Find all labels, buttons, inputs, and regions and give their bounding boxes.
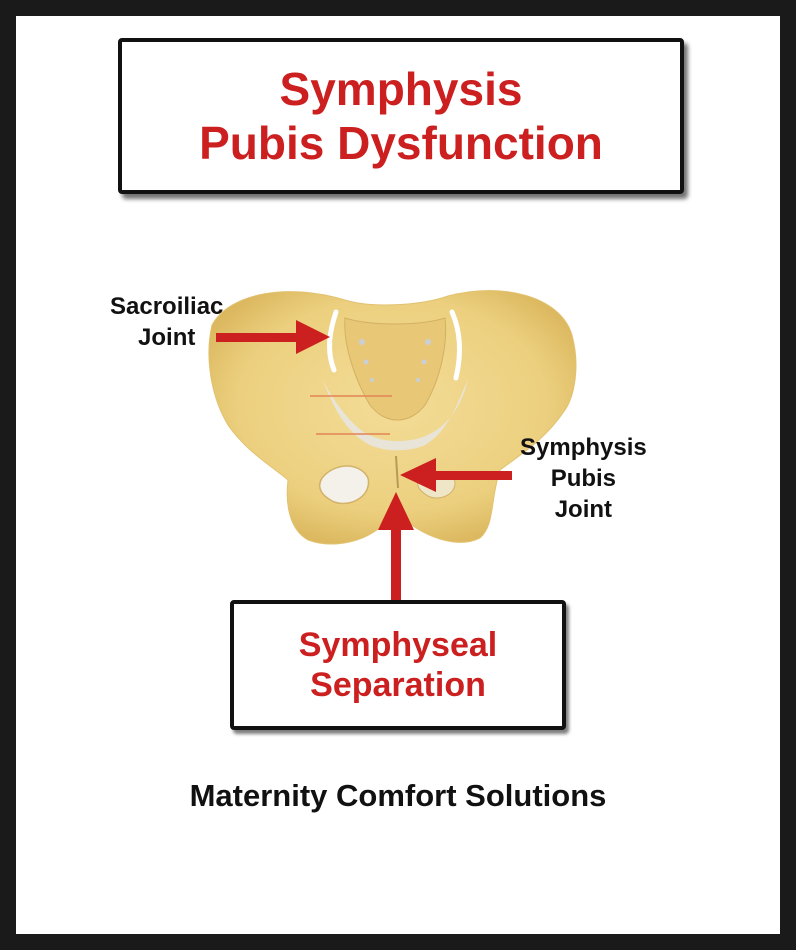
title-line-1: Symphysis <box>279 63 523 115</box>
sacroiliac-label-line-2: Joint <box>138 324 196 351</box>
sacroiliac-label-line-1: Sacroiliac <box>110 293 224 320</box>
separation-arrow <box>378 492 414 601</box>
sacral-foramina <box>359 339 431 382</box>
sacrum <box>344 317 447 421</box>
sacroiliac-joint-right <box>449 309 462 381</box>
pelvis-illustration <box>208 290 577 545</box>
sacroiliac-joint-label: Sacroiliac Joint <box>110 291 223 353</box>
symphysis-label-line-3: Joint <box>554 496 613 523</box>
callout-line-1: Symphyseal <box>298 626 498 664</box>
symphyseal-separation-box: Symphyseal Separation <box>230 600 566 730</box>
arrows <box>216 320 512 601</box>
symphysis-label-line-1: Symphysis <box>520 434 647 461</box>
title-box: Symphysis Pubis Dysfunction <box>118 38 684 194</box>
title-line-2: Pubis Dysfunction <box>199 117 603 169</box>
obturator-foramen-left <box>318 465 370 505</box>
pelvic-inlet <box>320 375 468 451</box>
symphysis-arrow <box>400 458 512 492</box>
sacroiliac-arrow <box>216 320 330 354</box>
callout-line-2: Separation <box>310 666 486 704</box>
symphysis-pubis-joint-label: Symphysis Pubis Joint <box>520 432 647 525</box>
footer-brand: Maternity Comfort Solutions <box>189 778 607 813</box>
symphysis-label-line-2: Pubis <box>550 465 617 492</box>
sacroiliac-joint-left <box>327 309 339 373</box>
pubic-symphysis-line <box>395 455 399 489</box>
